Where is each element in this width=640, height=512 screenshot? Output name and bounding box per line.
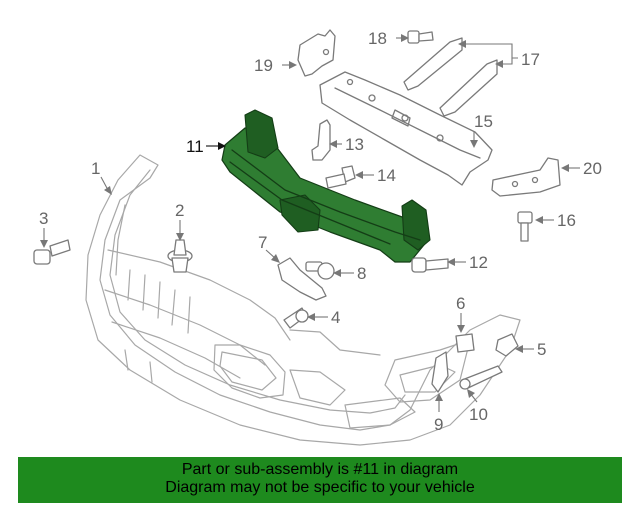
bumper-cover[interactable] — [85, 154, 521, 446]
callout-16: 16 — [557, 211, 576, 230]
callout-11: 11 — [186, 137, 204, 156]
callout-8: 8 — [357, 264, 366, 283]
trim-9[interactable] — [431, 351, 449, 393]
clip-2[interactable] — [167, 239, 193, 273]
bracket-20[interactable] — [491, 157, 561, 197]
callout-5: 5 — [537, 340, 546, 359]
bracket-13[interactable] — [311, 119, 331, 161]
banner-line-2: Diagram may not be specific to your vehi… — [165, 479, 475, 496]
bracket-19[interactable] — [297, 29, 336, 77]
callout-18: 18 — [368, 29, 387, 48]
callout-7: 7 — [258, 233, 267, 252]
callout-20: 20 — [583, 159, 602, 178]
bolt-8[interactable] — [305, 261, 335, 280]
callout-labels: 1 2 3 4 5 6 7 8 9 10 11 12 13 14 15 16 1… — [39, 29, 602, 434]
bolt-14[interactable] — [325, 165, 356, 189]
callout-10: 10 — [469, 405, 488, 424]
callout-1: 1 — [91, 159, 100, 178]
info-banner: Part or sub-assembly is #11 in diagram D… — [18, 457, 622, 503]
clip-6[interactable] — [455, 333, 475, 353]
leader-lines — [40, 34, 580, 412]
callout-12: 12 — [469, 253, 488, 272]
parts-diagram: 1 2 3 4 5 6 7 8 9 10 11 12 13 14 15 16 1… — [33, 29, 602, 446]
callout-17: 17 — [521, 50, 540, 69]
bolt-16[interactable] — [517, 211, 533, 242]
callout-4: 4 — [331, 308, 340, 327]
bumper-reinforcement-beam[interactable] — [221, 109, 431, 263]
clip-5[interactable] — [495, 333, 519, 357]
callout-9: 9 — [434, 415, 443, 434]
bolt-4[interactable] — [283, 307, 309, 329]
banner-line-1: Part or sub-assembly is #11 in diagram — [181, 461, 459, 478]
bolt-3[interactable] — [33, 239, 71, 265]
callout-19: 19 — [254, 56, 273, 75]
pin-10[interactable] — [459, 365, 503, 390]
callout-13: 13 — [345, 135, 364, 154]
callout-3: 3 — [39, 209, 48, 228]
callout-6: 6 — [456, 294, 465, 313]
upper-tie-bar[interactable] — [319, 71, 493, 186]
bolt-12[interactable] — [411, 257, 449, 273]
callout-14: 14 — [377, 166, 396, 185]
retainer-7[interactable] — [277, 257, 327, 301]
brackets-17[interactable] — [403, 37, 498, 117]
bolt-18[interactable] — [407, 30, 434, 44]
callout-15: 15 — [474, 112, 493, 131]
callout-2: 2 — [175, 201, 184, 220]
